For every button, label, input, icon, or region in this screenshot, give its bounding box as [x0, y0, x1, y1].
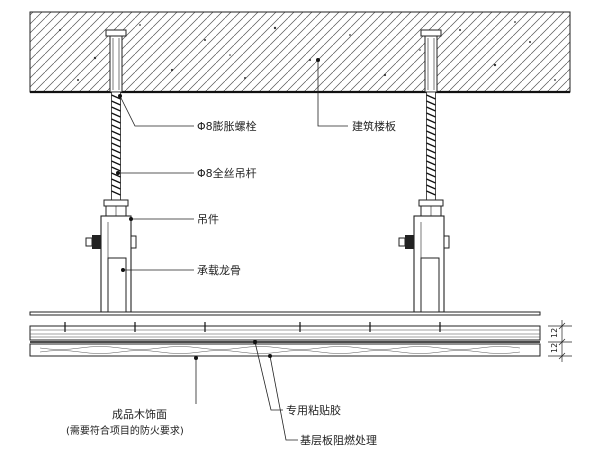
label-hanger: 吊件 — [197, 213, 219, 226]
label-threaded-rod: Φ8全丝吊杆 — [197, 166, 257, 180]
label-adhesive: 专用粘贴胶 — [286, 403, 341, 417]
dimension-marks — [548, 320, 572, 362]
label-wood-finish-note: (需要符合项目的防火要求) — [66, 424, 184, 437]
dimension-bottom: 12 — [550, 343, 559, 353]
label-main-keel: 承载龙骨 — [197, 264, 241, 277]
leader-dots — [116, 58, 320, 360]
concrete-aggregate-dots — [59, 21, 556, 81]
label-wood-finish: 成品木饰面 — [112, 407, 167, 421]
leader-lines — [118, 60, 348, 441]
label-base-board: 基层板阻燃处理 — [300, 433, 377, 447]
left-hanger-assembly — [85, 29, 137, 313]
ceiling-layers — [29, 311, 541, 357]
screws — [64, 322, 441, 332]
right-hanger-assembly — [398, 29, 450, 313]
dimension-top: 12 — [550, 328, 559, 338]
label-expansion-bolt: Φ8膨胀螺栓 — [197, 119, 257, 133]
label-floor-slab: 建筑楼板 — [352, 119, 396, 133]
